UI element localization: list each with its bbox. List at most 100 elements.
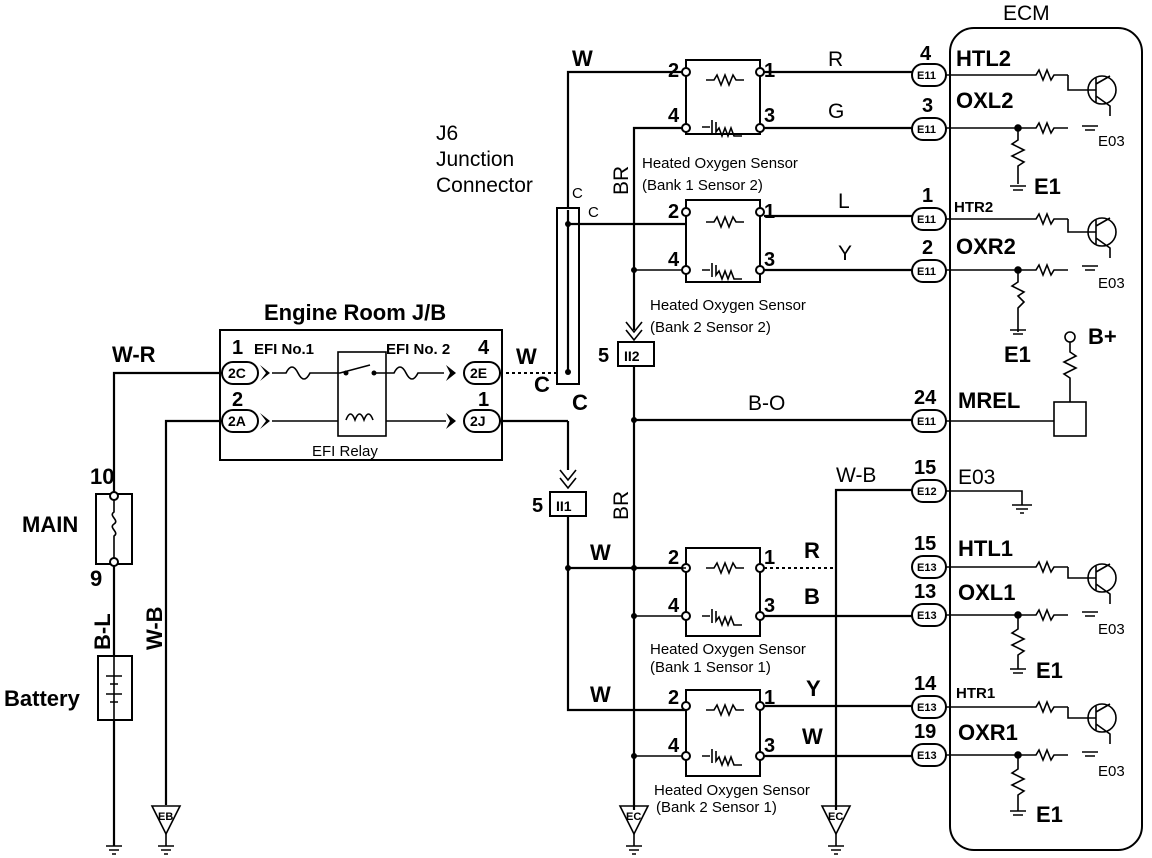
- conn-2c-label: 2C: [228, 365, 246, 381]
- j6-line3: Connector: [436, 174, 533, 197]
- jb-pin4: 4: [478, 337, 490, 359]
- wire-label-y-s4: Y: [806, 676, 821, 701]
- s2-pin3: 3: [764, 249, 775, 271]
- s4-pin4: 4: [668, 735, 680, 757]
- j6-c-right: C: [588, 204, 599, 221]
- ii2-num: 5: [598, 345, 609, 367]
- ecm-internal: [946, 67, 1117, 816]
- ii1-conn: II1: [556, 498, 572, 514]
- s2-label1: Heated Oxygen Sensor: [650, 297, 806, 314]
- ecm-e1-3: E1: [1036, 658, 1063, 683]
- conn-oxl2: E11: [917, 124, 936, 136]
- wire-label-b: B: [804, 584, 820, 609]
- ground-ec-1: [618, 805, 650, 855]
- s3-pin1: 1: [764, 547, 775, 569]
- conn-oxl1: E13: [917, 610, 937, 622]
- main-label: MAIN: [22, 512, 78, 537]
- s3-pin2: 2: [668, 547, 679, 569]
- ground-eb: [150, 805, 182, 855]
- wire-label-w-top: W: [572, 46, 593, 71]
- wire-label-c-left: C: [534, 372, 550, 397]
- wire-wb-right: [834, 488, 912, 810]
- efi-relay: [337, 351, 387, 437]
- ground-ec-2-label: EC: [828, 811, 843, 823]
- wire-label-r-s3: R: [804, 538, 820, 563]
- wire-w-bottom: [566, 516, 686, 712]
- name-htr2: HTR2: [954, 199, 993, 216]
- s4-pin1: 1: [764, 687, 775, 709]
- ecm-e03-3: E03: [1098, 621, 1125, 638]
- s1-label1: Heated Oxygen Sensor: [642, 155, 798, 172]
- ii2-conn: II2: [624, 348, 640, 364]
- wire-br-top: [632, 126, 682, 330]
- num-mrel: 24: [914, 387, 937, 409]
- s1-pin3: 3: [764, 105, 775, 127]
- wire-w-top: [566, 70, 686, 210]
- ground-ec-1-label: EC: [626, 811, 641, 823]
- wire-label-br-bottom: BR: [610, 491, 633, 520]
- num-oxl1: 13: [914, 581, 936, 603]
- wire-wr: [112, 371, 222, 498]
- main-pin10: 10: [90, 464, 114, 489]
- num-e03: 15: [914, 457, 936, 479]
- s3-pin3: 3: [764, 595, 775, 617]
- sensor-bank1-sensor2: [681, 59, 765, 139]
- jb-relay: EFI Relay: [312, 443, 378, 460]
- num-oxr1: 19: [914, 721, 936, 743]
- s2-pin1: 1: [764, 201, 775, 223]
- name-e03: E03: [958, 466, 995, 489]
- wire-label-w-s4: W: [590, 682, 611, 707]
- wire-label-wr: W-R: [112, 342, 156, 367]
- s1-label2: (Bank 1 Sensor 2): [642, 177, 763, 194]
- conn-mrel: E11: [917, 416, 936, 428]
- j6-c-top: C: [572, 185, 583, 202]
- wire-label-w-s3: W: [590, 540, 611, 565]
- jb-efi1: EFI No.1: [254, 341, 314, 358]
- j6-line2: Junction: [436, 148, 514, 171]
- conn-htr2: E11: [917, 214, 936, 226]
- jb-title: Engine Room J/B: [264, 300, 446, 325]
- name-oxl2: OXL2: [956, 88, 1013, 113]
- jb-pin2: 2: [232, 389, 243, 411]
- s4-pin3: 3: [764, 735, 775, 757]
- jb-pin1b: 1: [478, 389, 489, 411]
- conn-2j-label: 2J: [470, 413, 486, 429]
- ecm-e03-4: E03: [1098, 763, 1125, 780]
- name-oxr2: OXR2: [956, 234, 1016, 259]
- ecm-e1-2: E1: [1004, 342, 1031, 367]
- s2-label2: (Bank 2 Sensor 2): [650, 319, 771, 336]
- ground-ec-2: [820, 805, 852, 855]
- wire-label-r-top: R: [828, 48, 843, 71]
- sensor-bank2-sensor1: [681, 689, 765, 777]
- s1-pin4: 4: [668, 105, 680, 127]
- ii1-num: 5: [532, 495, 543, 517]
- efi-fuses: [272, 364, 444, 380]
- s4-pin2: 2: [668, 687, 679, 709]
- conn-htl2: E11: [917, 70, 936, 82]
- main-pin9: 9: [90, 566, 102, 591]
- s4-label1: Heated Oxygen Sensor: [654, 782, 810, 799]
- name-mrel: MREL: [958, 388, 1020, 413]
- wire-label-w-jb: W: [516, 344, 537, 369]
- battery-box: [97, 655, 133, 721]
- num-htr1: 14: [914, 673, 937, 695]
- sensor-bank2-sensor2: [681, 199, 765, 283]
- wire-label-wb-left: W-B: [142, 606, 167, 650]
- s3-label2: (Bank 1 Sensor 1): [650, 659, 771, 676]
- s3-label1: Heated Oxygen Sensor: [650, 641, 806, 658]
- num-oxr2: 2: [922, 237, 933, 259]
- conn-htr1: E13: [917, 702, 937, 714]
- ecm-e1-4: E1: [1036, 802, 1063, 827]
- wire-label-y-top: Y: [838, 242, 852, 265]
- wire-label-w-s4-right: W: [802, 724, 823, 749]
- name-htl1: HTL1: [958, 536, 1013, 561]
- name-oxl1: OXL1: [958, 580, 1015, 605]
- conn-oxr2: E11: [917, 266, 936, 278]
- wire-label-g: G: [828, 100, 844, 123]
- num-htr2: 1: [922, 185, 933, 207]
- wire-wb-left: [164, 419, 222, 805]
- sensor-bank1-sensor1: [681, 547, 765, 637]
- s2-pin4: 4: [668, 249, 680, 271]
- name-htr1: HTR1: [956, 685, 995, 702]
- name-oxr1: OXR1: [958, 720, 1018, 745]
